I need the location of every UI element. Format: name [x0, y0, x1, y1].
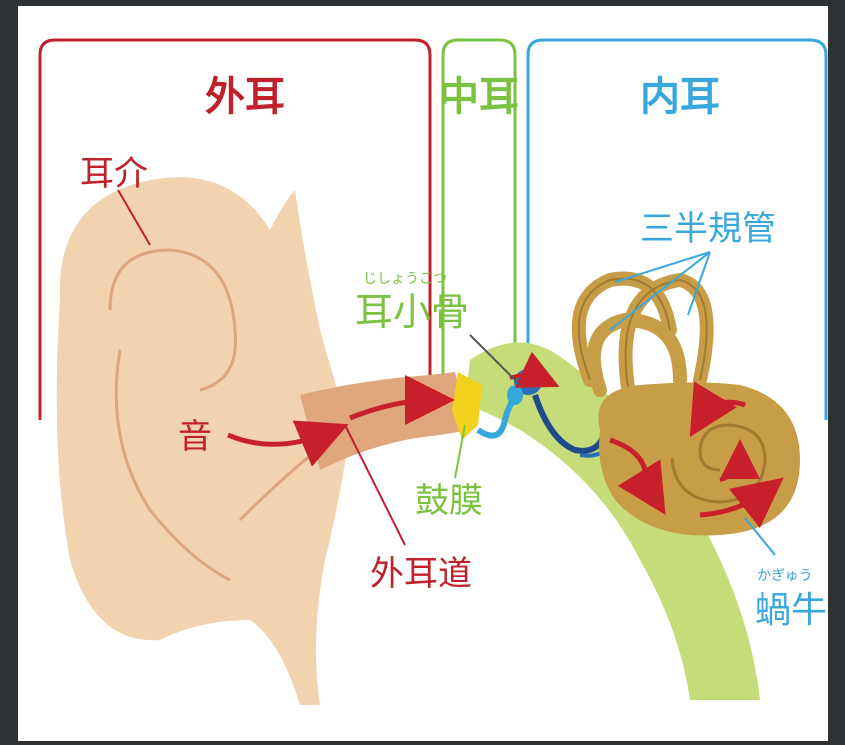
outer-ear-title: 外耳	[205, 74, 285, 120]
eardrum-label: 鼓膜	[415, 481, 483, 521]
cochlea-shape	[598, 383, 800, 536]
sound-label: 音	[178, 417, 212, 457]
semicircular-canals-shape	[579, 279, 707, 400]
ossicles-label: 耳小骨	[355, 290, 469, 334]
cochlea-ruby: かぎゅう	[757, 568, 813, 584]
semicircular-canals-label: 三半規管	[640, 209, 776, 249]
pinna-label: 耳介	[80, 154, 148, 194]
middle-ear-title: 中耳	[439, 74, 519, 120]
ossicles-ruby: じしょうこつ	[363, 271, 447, 287]
inner-ear-title: 内耳	[640, 74, 720, 120]
ear-canal-label: 外耳道	[370, 554, 472, 594]
cochlea-label: 蝸牛	[755, 590, 827, 631]
